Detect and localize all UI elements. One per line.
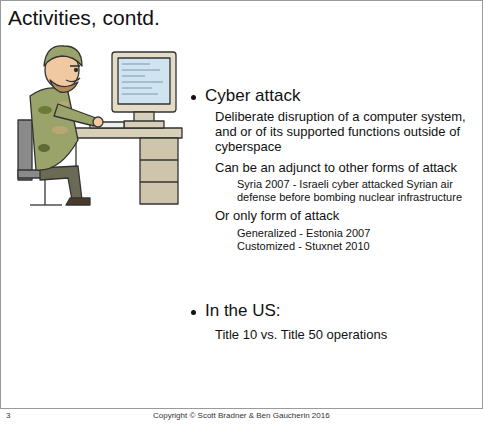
sub-sub-bullet-text: Syria 2007 - Israeli cyber attacked Syri… <box>237 178 472 204</box>
sub-bullet-text: Title 10 vs. Title 50 operations <box>215 327 472 342</box>
bullet-row: Generalized - Estonia 2007 <box>188 227 478 240</box>
bullet-row: Syria 2007 - Israeli cyber attacked Syri… <box>188 178 478 204</box>
slide-title: Activities, contd. <box>8 6 160 30</box>
copyright-note: Copyright © Scott Bradner & Ben Gaucheri… <box>153 411 330 420</box>
bullet-row: In the US: <box>188 301 478 321</box>
bullet-row: Customized - Stuxnet 2010 <box>188 240 478 253</box>
bullet-row: Can be an adjunct to other forms of atta… <box>188 160 478 175</box>
hacker-illustration <box>18 46 182 205</box>
bullet-dot <box>191 95 196 100</box>
sub-bullet-text: Or only form of attack <box>215 208 472 223</box>
bullet-text: Cyber attack <box>205 86 472 106</box>
bullet-row: Cyber attack <box>188 86 478 106</box>
page-number: 3 <box>6 411 10 420</box>
bullet-dot <box>191 310 196 315</box>
bullet-row: Title 10 vs. Title 50 operations <box>188 327 478 342</box>
sub-sub-bullet-text: Generalized - Estonia 2007 <box>237 227 472 240</box>
sub-bullet-text: Deliberate disruption of a computer syst… <box>215 109 472 155</box>
bullet-row: Deliberate disruption of a computer syst… <box>188 109 478 155</box>
bullet-row: Or only form of attack <box>188 208 478 223</box>
sub-sub-bullet-text: Customized - Stuxnet 2010 <box>237 240 472 253</box>
sub-bullet-text: Can be an adjunct to other forms of atta… <box>215 160 472 175</box>
bullet-text: In the US: <box>205 301 472 321</box>
slide-frame <box>1 1 483 409</box>
